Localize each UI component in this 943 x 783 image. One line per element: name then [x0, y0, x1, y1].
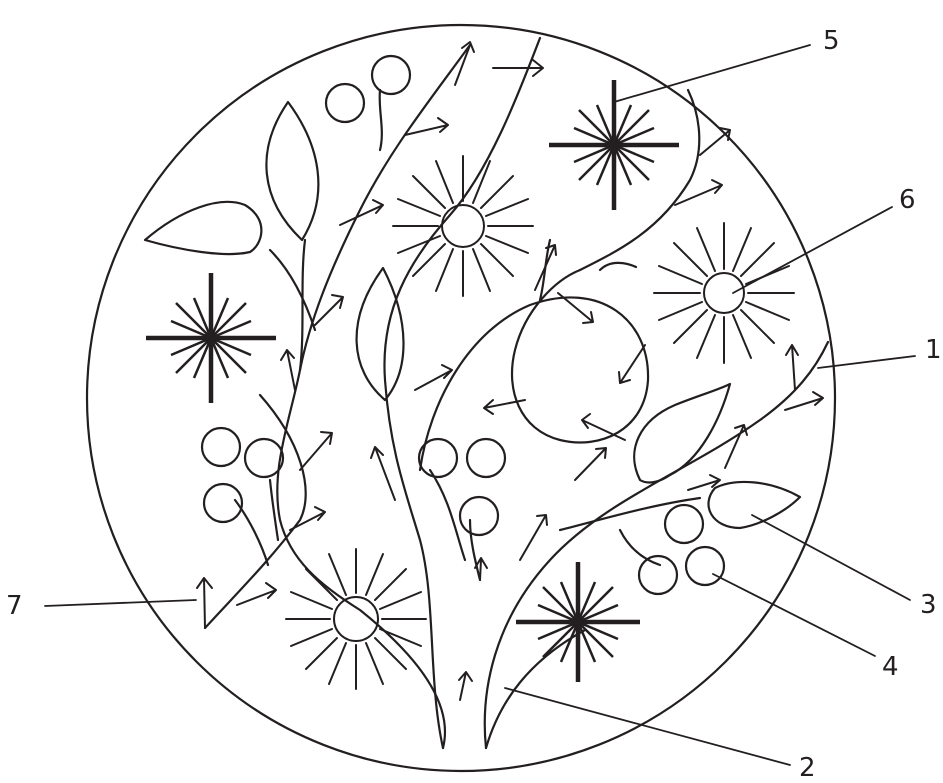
- leaf: [708, 482, 800, 528]
- berry: [202, 428, 240, 466]
- callout-number-6: 6: [899, 187, 916, 213]
- star-stitch: [549, 80, 679, 210]
- callout-number-1: 1: [925, 337, 942, 363]
- sunburst-flower: [393, 156, 533, 296]
- sunburst-flower: [286, 549, 426, 689]
- leaf: [357, 268, 404, 400]
- star-stitches: [146, 80, 679, 682]
- callout-number-2: 2: [799, 755, 816, 781]
- sunburst-flower: [654, 223, 794, 363]
- callout-leader-4: [713, 574, 875, 656]
- leaf: [145, 202, 261, 254]
- callout-leader-6: [733, 207, 892, 293]
- callout-number-3: 3: [920, 592, 937, 618]
- callout-leader-3: [752, 515, 910, 600]
- callout-leader-7: [45, 600, 196, 606]
- berry: [419, 439, 457, 477]
- star-stitch: [146, 273, 276, 403]
- berry: [245, 439, 283, 477]
- callout-number-5: 5: [823, 28, 840, 54]
- arrows: [197, 42, 823, 700]
- berry: [460, 497, 498, 535]
- sunburst-flowers: [286, 156, 794, 689]
- leaf: [634, 384, 730, 482]
- callout-leader-2: [505, 688, 790, 765]
- berry: [665, 505, 703, 543]
- callout-leaders: [45, 45, 915, 765]
- leaf: [266, 102, 318, 240]
- berry: [467, 439, 505, 477]
- callout-number-7: 7: [6, 593, 23, 619]
- berry: [639, 556, 677, 594]
- callout-number-4: 4: [882, 654, 899, 680]
- berries: [202, 56, 724, 594]
- berry: [326, 84, 364, 122]
- berry: [686, 547, 724, 585]
- berry: [372, 56, 410, 94]
